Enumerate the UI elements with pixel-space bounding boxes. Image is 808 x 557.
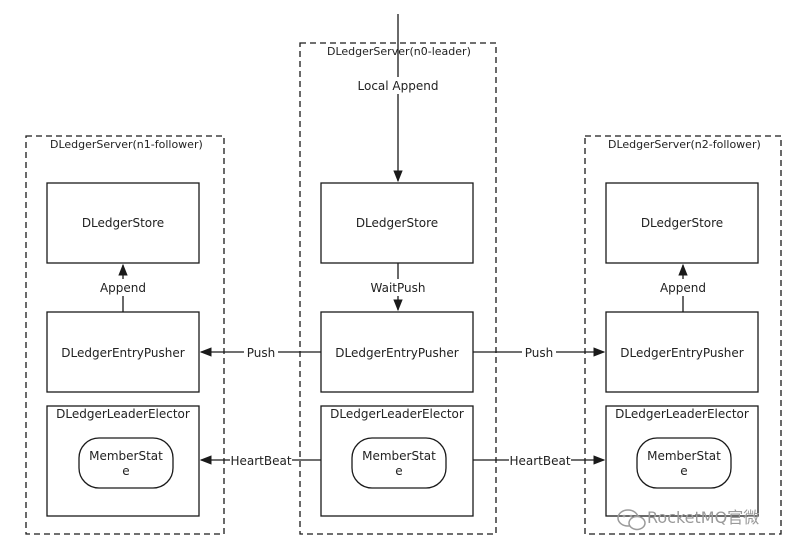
push-left-label-bg: [244, 344, 278, 361]
server-n1-boundary: [25, 135, 225, 535]
n0-pusher-box: [320, 311, 474, 393]
n1-memberstate-line2: e: [122, 464, 129, 478]
server-n0-leader: DLedgerServer(n0-leader) Local Append DL…: [299, 14, 497, 535]
server-n2-follower: DLedgerServer(n2-follower) DLedgerStore …: [584, 135, 782, 535]
n0-memberstate-line1: MemberStat: [362, 449, 436, 463]
n2-append-label-bg: [656, 279, 710, 296]
server-n1-follower: DLedgerServer(n1-follower) DLedgerStore …: [25, 135, 225, 535]
waitpush-label: WaitPush: [371, 281, 426, 295]
n2-elector-box: [605, 405, 759, 517]
push-right-label: Push: [525, 346, 554, 360]
server-n0-boundary: [299, 42, 497, 535]
n1-elector-label: DLedgerLeaderElector: [56, 407, 190, 421]
n2-store-box: [605, 182, 759, 264]
n1-pusher-box: [46, 311, 200, 393]
n0-store-box: [320, 182, 474, 264]
n1-append-label-bg: [96, 279, 150, 296]
server-n2-title: DLedgerServer(n2-follower): [608, 138, 761, 151]
n0-memberstate-line2: e: [395, 464, 402, 478]
watermark: RocketMQ官微: [617, 508, 759, 531]
n2-pusher-label: DLedgerEntryPusher: [620, 346, 743, 360]
server-n1-title: DLedgerServer(n1-follower): [50, 138, 203, 151]
heartbeat-right-label-bg: [509, 452, 571, 469]
n1-pusher-label: DLedgerEntryPusher: [61, 346, 184, 360]
n0-pusher-label: DLedgerEntryPusher: [335, 346, 458, 360]
push-left-label: Push: [247, 346, 276, 360]
n2-elector-label: DLedgerLeaderElector: [615, 407, 749, 421]
n0-elector-label: DLedgerLeaderElector: [330, 407, 464, 421]
server-n0-title: DLedgerServer(n0-leader): [327, 45, 471, 58]
n1-store-label: DLedgerStore: [82, 216, 164, 230]
n1-memberstate-box: [78, 437, 174, 489]
n1-append-label: Append: [100, 281, 146, 295]
heartbeat-left-label-bg: [230, 452, 292, 469]
local-append-label-bg: [355, 77, 441, 94]
local-append-label: Local Append: [358, 79, 439, 93]
n1-memberstate-line1: MemberStat: [89, 449, 163, 463]
n2-memberstate-line1: MemberStat: [647, 449, 721, 463]
wechat-icon: [617, 509, 646, 531]
heartbeat-left-label: HeartBeat: [230, 454, 291, 468]
heartbeat-right-label: HeartBeat: [509, 454, 570, 468]
waitpush-label-bg: [366, 279, 430, 296]
server-n2-boundary: [584, 135, 782, 535]
n2-store-label: DLedgerStore: [641, 216, 723, 230]
n2-append-label: Append: [660, 281, 706, 295]
n2-memberstate-box: [636, 437, 732, 489]
n2-memberstate-line2: e: [680, 464, 687, 478]
watermark-brand: RocketMQ官微: [647, 508, 759, 527]
n1-store-box: [46, 182, 200, 264]
n0-memberstate-box: [351, 437, 447, 489]
push-right-label-bg: [522, 344, 556, 361]
edges: Push Push HeartBeat HeartBeat: [199, 344, 606, 469]
n0-store-label: DLedgerStore: [356, 216, 438, 230]
n2-pusher-box: [605, 311, 759, 393]
